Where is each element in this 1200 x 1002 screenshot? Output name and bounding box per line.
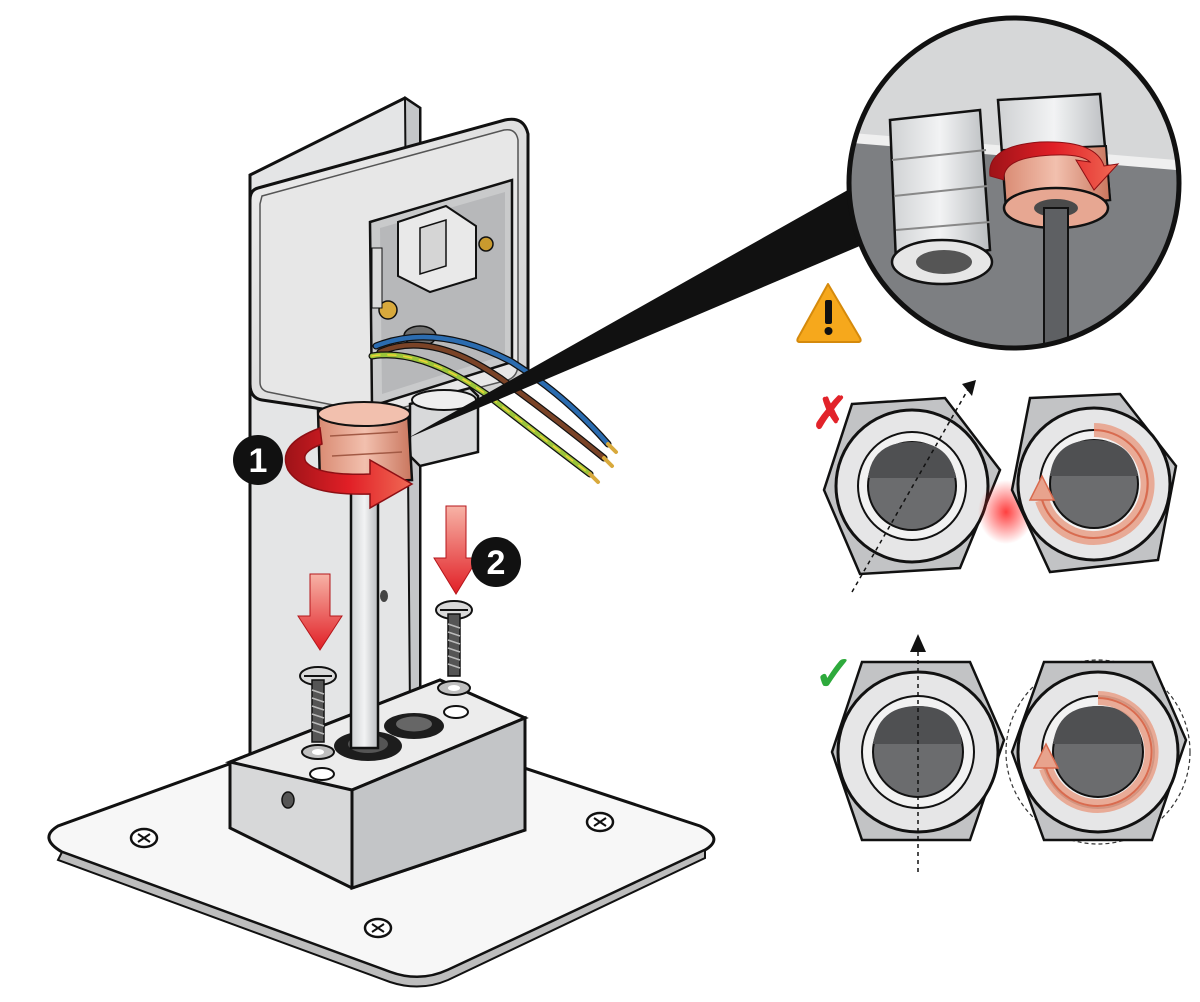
rotate-arrow <box>284 426 414 510</box>
zoom-detail-view <box>846 15 1182 351</box>
right-mark: ✓ <box>814 648 854 701</box>
terminal-block <box>397 204 494 294</box>
step-1-number: 1 <box>249 442 268 480</box>
wrong-example <box>822 380 1178 593</box>
mounting-hole-left <box>129 827 159 849</box>
nut-right-misaligned <box>1010 392 1178 574</box>
step-2-number: 2 <box>487 544 506 582</box>
step-2-badge: 2 <box>471 537 521 587</box>
wires <box>368 333 618 484</box>
brass-terminals <box>370 247 398 320</box>
rotation-clearance-circle <box>1005 659 1191 845</box>
screw-right <box>435 600 473 696</box>
step-1-badge: 1 <box>233 435 283 485</box>
cable-gland-right <box>408 386 480 468</box>
warning-triangle-icon <box>796 283 862 343</box>
junction-box <box>248 117 530 429</box>
foot-screw-hole <box>281 791 295 809</box>
cable-conduit <box>349 476 380 750</box>
mounting-hole-front <box>363 917 393 939</box>
down-arrow-left <box>297 573 343 651</box>
mounting-hole-right <box>585 811 615 833</box>
bracket-hole <box>380 590 388 602</box>
nut-left-aligned <box>830 634 1006 876</box>
check-icon: ✓ <box>814 648 854 701</box>
down-arrow-right <box>433 505 479 595</box>
nut-right-aligned <box>1005 659 1191 845</box>
nut-left-misaligned <box>822 380 1002 593</box>
right-example <box>830 634 1191 876</box>
cable-gland-copper <box>316 401 414 486</box>
zoom-callout-pointer <box>408 182 888 438</box>
screw-left <box>299 666 337 760</box>
